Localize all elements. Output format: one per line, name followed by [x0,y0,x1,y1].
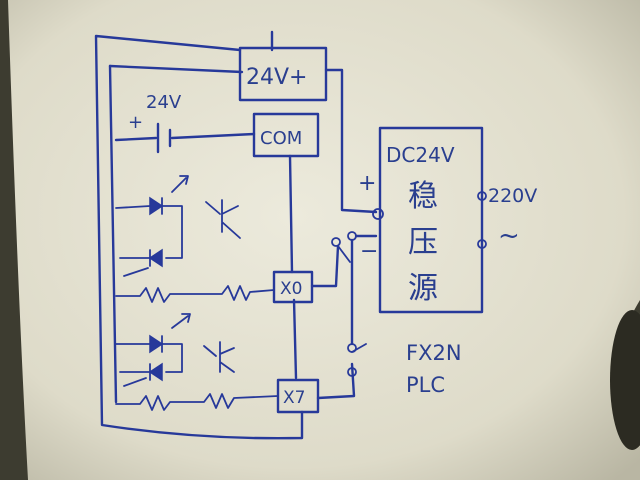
ac-terminal-1 [477,191,487,201]
label-fx2n: FX2N [406,341,462,365]
switch-2-blade [351,343,367,353]
label-ac-symbol: ~ [498,221,520,251]
label-ac-220v: 220V [488,185,537,207]
battery-wire-left [114,136,158,142]
label-x7: X7 [283,388,305,408]
wire-24v-to-psu-plus [324,68,378,214]
sensor-group-1 [115,175,275,303]
label-battery-24v: 24V [146,92,182,113]
label-psu-char-2: 压 [408,225,438,260]
paper-sheet [8,0,640,480]
rail-to-24v [108,64,244,74]
label-dc24v: DC24V [386,143,455,167]
label-psu-char-1: 稳 [408,179,438,214]
x0-switch-wire [310,244,340,288]
switch-bus [316,238,356,400]
psu-plus-terminal [372,208,384,220]
label-psu-minus: − [360,239,378,264]
shadow-object [610,310,640,450]
outer-loop-wire [94,34,304,440]
switch-1-contact-a [331,237,341,247]
label-psu-plus: + [358,171,376,196]
battery-wire-right [170,132,256,140]
switch-2-contact-b [347,367,357,377]
label-com: COM [260,128,302,149]
label-battery-plus: + [128,112,143,133]
label-psu-char-3: 源 [408,271,438,306]
com-bus [288,154,298,380]
inner-left-rail [108,64,118,404]
terminal-24v-plus [238,46,328,102]
switch-1-blade [337,245,351,263]
power-supply-box [378,126,484,314]
label-24v-plus: 24V+ [246,65,307,90]
label-x0: X0 [280,279,302,299]
label-plc: PLC [406,373,445,397]
ac-terminal-2 [477,239,487,249]
sensor-group-2 [115,313,279,411]
